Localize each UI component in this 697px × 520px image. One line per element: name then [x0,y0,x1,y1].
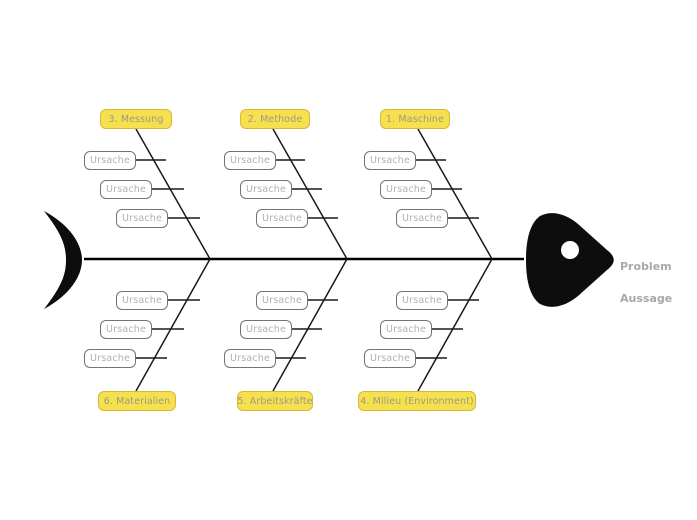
category-box-maschine[interactable]: 1. Maschine [380,109,450,129]
category-label-messung: 3. Messung [108,113,164,125]
problem-statement-line1: Problem [620,260,672,273]
category-box-materialien[interactable]: 6. Materialien [98,391,176,411]
category-label-methode: 2. Methode [247,113,303,125]
cause-box-maschine-2[interactable]: Ursache [380,180,432,199]
cause-box-messung-1[interactable]: Ursache [84,151,136,170]
bone-line-materialien [135,258,211,392]
fish-head-shape [526,213,614,307]
cause-box-maschine-1[interactable]: Ursache [364,151,416,170]
bone-line-methode [272,128,348,260]
cause-box-milieu-1[interactable]: Ursache [396,291,448,310]
bone-line-messung [135,128,211,260]
cause-label: Ursache [105,184,147,195]
cause-label: Ursache [261,213,303,224]
cause-box-methode-2[interactable]: Ursache [240,180,292,199]
cause-box-milieu-3[interactable]: Ursache [364,349,416,368]
cause-label: Ursache [229,155,271,166]
cause-box-milieu-2[interactable]: Ursache [380,320,432,339]
cause-box-materialien-3[interactable]: Ursache [84,349,136,368]
cause-label: Ursache [369,155,411,166]
cause-box-methode-3[interactable]: Ursache [256,209,308,228]
fish-tail-shape [44,211,82,309]
cause-label: Ursache [121,295,163,306]
cause-box-arbeitskraefte-3[interactable]: Ursache [224,349,276,368]
cause-label: Ursache [401,295,443,306]
category-label-arbeitskraefte: 5. Arbeitskräfte [237,395,313,407]
cause-box-methode-1[interactable]: Ursache [224,151,276,170]
category-box-milieu[interactable]: 4. Milieu (Environment) [358,391,476,411]
cause-label: Ursache [401,213,443,224]
cause-label: Ursache [369,353,411,364]
cause-label: Ursache [89,353,131,364]
category-box-methode[interactable]: 2. Methode [240,109,310,129]
cause-box-messung-2[interactable]: Ursache [100,180,152,199]
cause-label: Ursache [229,353,271,364]
cause-label: Ursache [121,213,163,224]
cause-box-materialien-2[interactable]: Ursache [100,320,152,339]
bone-line-maschine [417,128,493,260]
problem-statement-line2: Aussage [620,292,673,305]
cause-box-materialien-1[interactable]: Ursache [116,291,168,310]
problem-statement-label: Problem Aussage [620,243,690,323]
bone-line-arbeitskraefte [272,258,348,392]
category-label-maschine: 1. Maschine [386,113,444,125]
fish-eye-icon [561,241,579,259]
cause-label: Ursache [261,295,303,306]
cause-box-arbeitskraefte-2[interactable]: Ursache [240,320,292,339]
cause-label: Ursache [385,184,427,195]
cause-label: Ursache [385,324,427,335]
cause-label: Ursache [105,324,147,335]
category-label-milieu: 4. Milieu (Environment) [360,395,474,407]
cause-label: Ursache [245,324,287,335]
category-box-messung[interactable]: 3. Messung [100,109,172,129]
cause-label: Ursache [245,184,287,195]
cause-label: Ursache [89,155,131,166]
cause-box-maschine-3[interactable]: Ursache [396,209,448,228]
category-label-materialien: 6. Materialien [103,395,171,407]
cause-box-messung-3[interactable]: Ursache [116,209,168,228]
bone-line-milieu [417,258,493,392]
category-box-arbeitskraefte[interactable]: 5. Arbeitskräfte [237,391,313,411]
cause-box-arbeitskraefte-1[interactable]: Ursache [256,291,308,310]
